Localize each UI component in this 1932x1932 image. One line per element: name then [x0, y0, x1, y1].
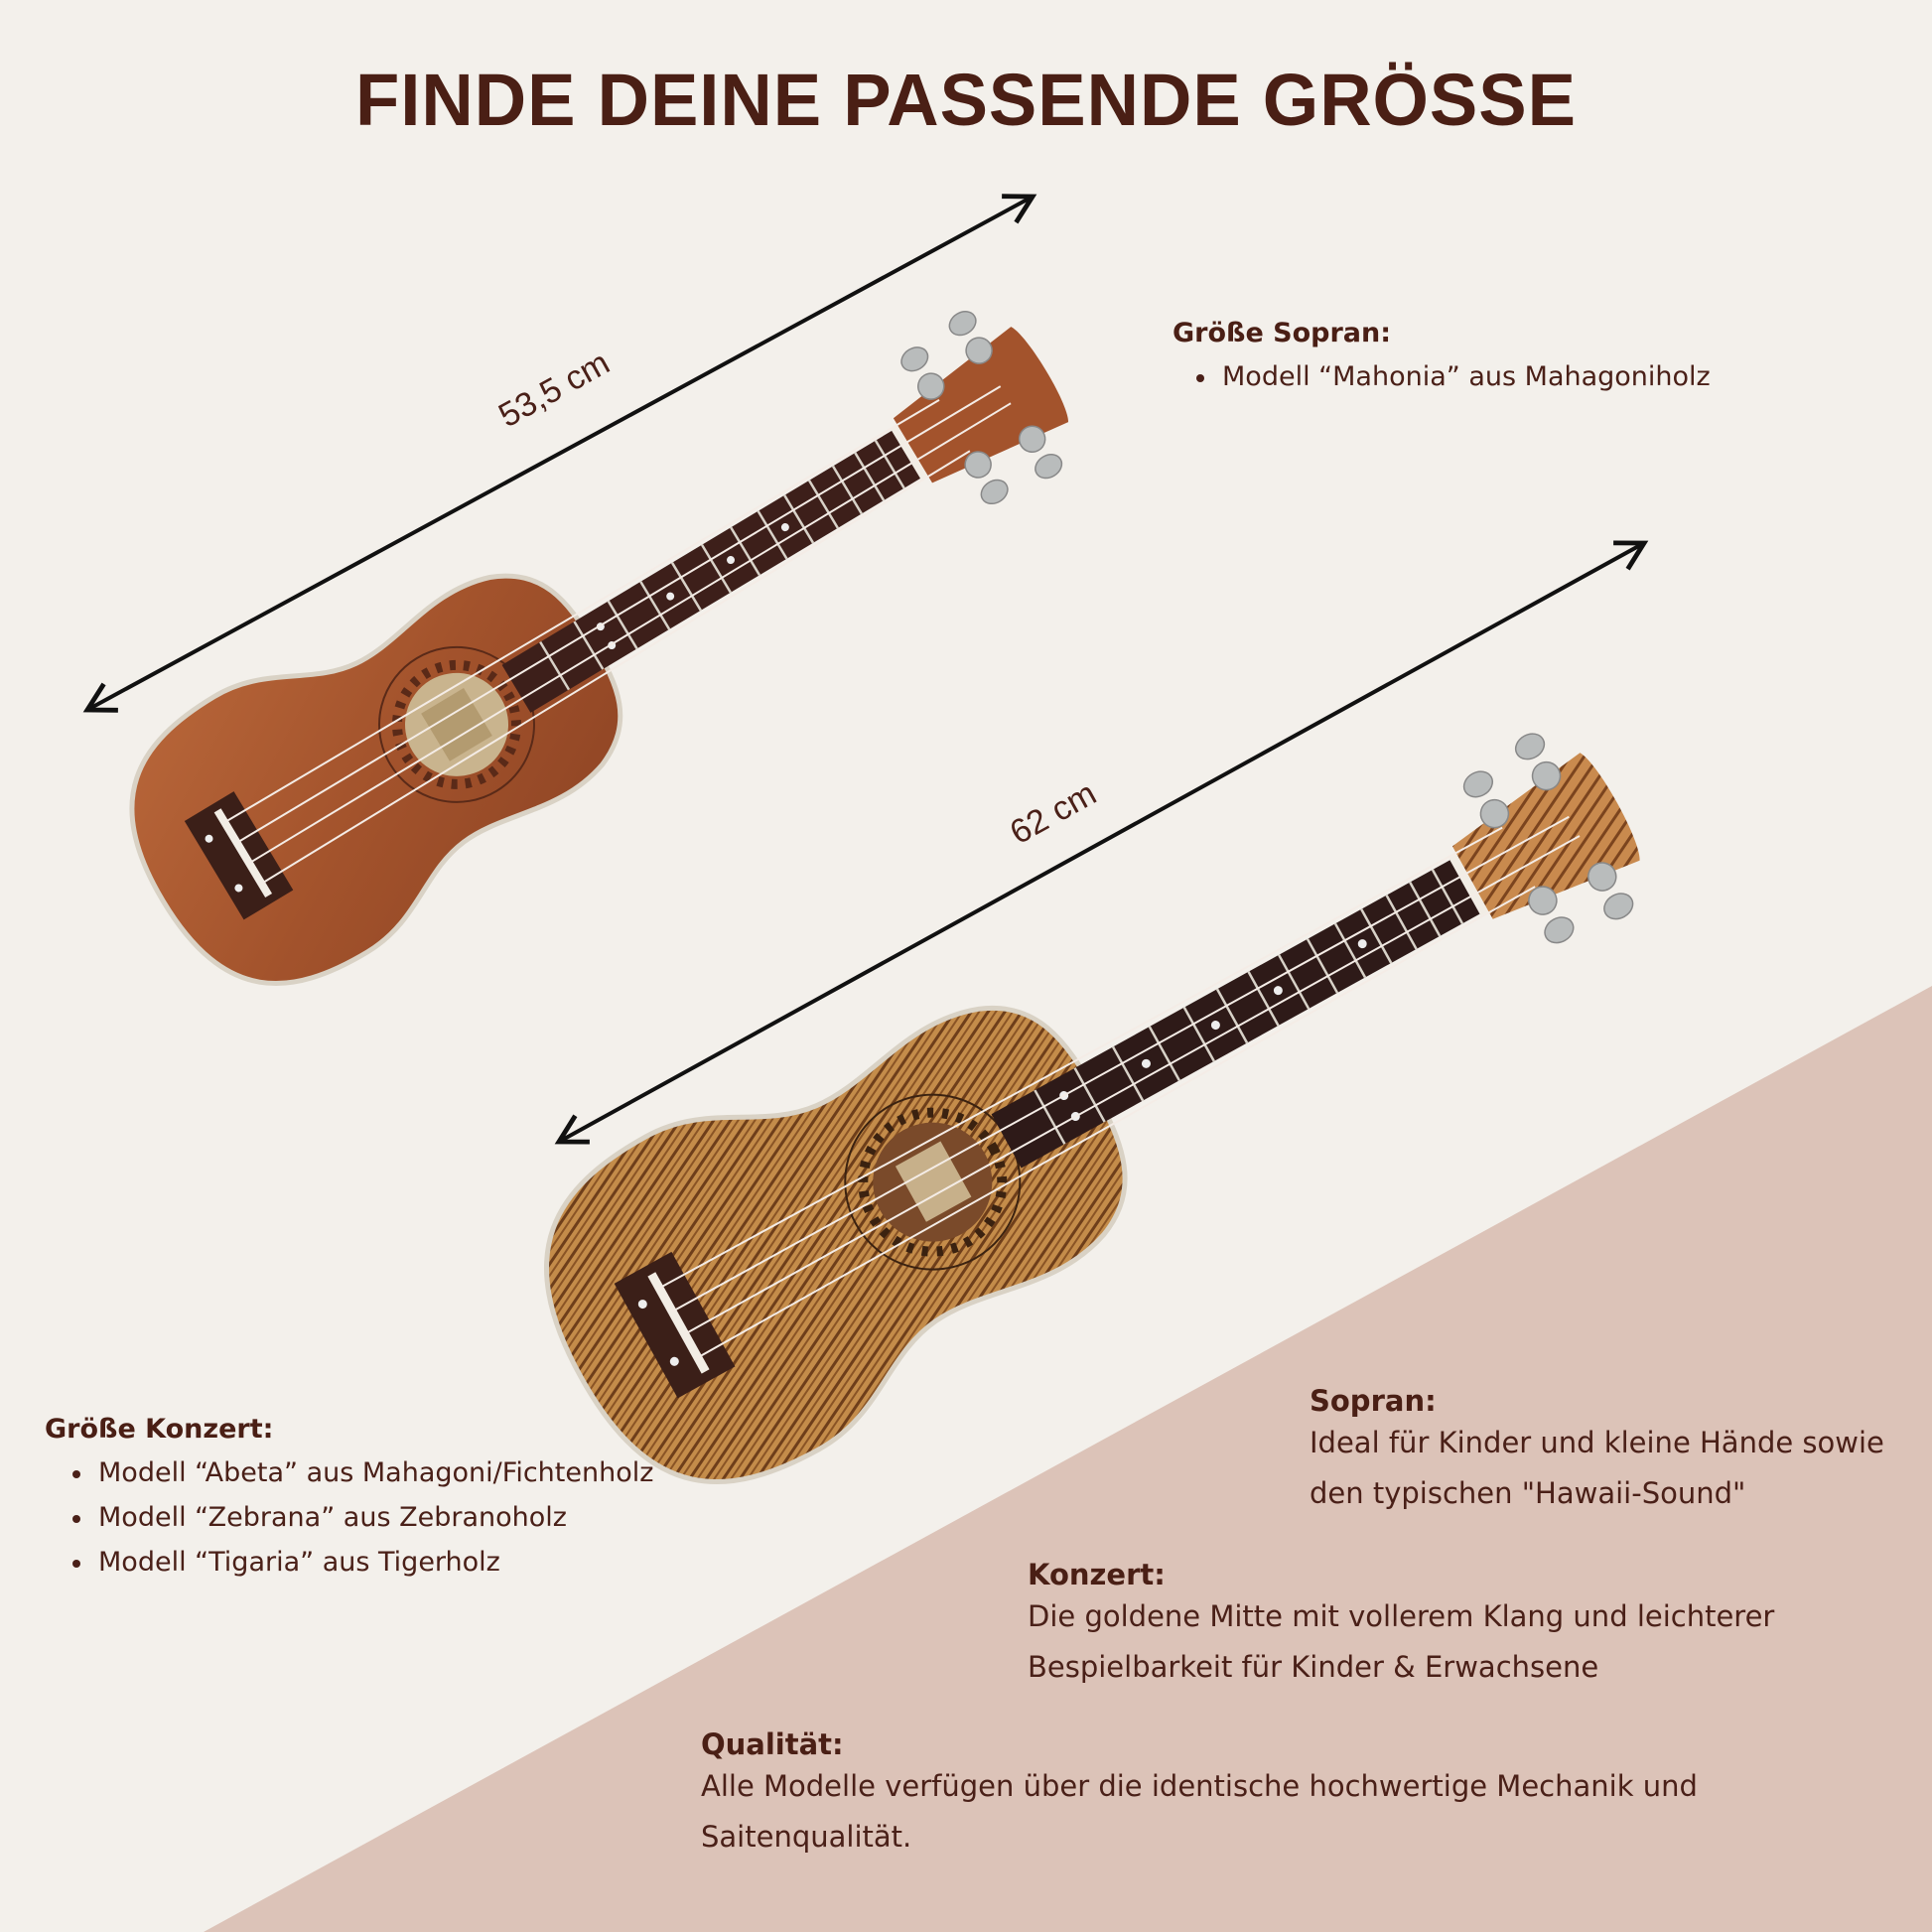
qualitaet-description-heading: Qualität:: [701, 1727, 844, 1761]
konzert-description-heading: Konzert:: [1028, 1558, 1166, 1591]
accent-triangle: [204, 986, 1932, 1932]
soprano-size-info: Größe Sopran: Modell “Mahonia” aus Mahag…: [1173, 318, 1711, 399]
model-list-item: Modell “Zebrana” aus Zebranoholz: [70, 1495, 653, 1540]
model-list-item: Modell “Mahonia” aus Mahagoniholz: [1194, 354, 1711, 399]
konzert-description: Konzert: Die goldene Mitte mit vollerem …: [1028, 1558, 1774, 1693]
konzert-description-line: Die goldene Mitte mit vollerem Klang und…: [1028, 1599, 1775, 1633]
konzert-description-line: Bespielbarkeit für Kinder & Erwachsene: [1028, 1650, 1599, 1684]
model-list-item: Modell “Abeta” aus Mahagoni/Fichtenholz: [70, 1450, 653, 1495]
page-title: FINDE DEINE PASSENDE GRÖSSE: [355, 59, 1577, 141]
concert-length-arrow: [554, 540, 1649, 1145]
sopran-description-heading: Sopran:: [1310, 1384, 1437, 1418]
sopran-description-line: Ideal für Kinder und kleine Hände sowie: [1310, 1426, 1884, 1459]
concert-model-list: Modell “Abeta” aus Mahagoni/Fichtenholz …: [70, 1450, 653, 1585]
soprano-size-heading: Größe Sopran:: [1173, 318, 1392, 348]
concert-ukulele-image: [544, 733, 1640, 1484]
soprano-ukulele-image: [129, 311, 1069, 987]
model-list-item: Modell “Tigaria” aus Tigerholz: [70, 1540, 653, 1585]
sopran-description-line: den typischen "Hawaii-Sound": [1310, 1476, 1746, 1510]
concert-size-heading: Größe Konzert:: [45, 1414, 274, 1445]
soprano-length-arrow: [82, 194, 1037, 713]
qualitaet-description-line: Saitenqualität.: [701, 1820, 912, 1854]
sopran-description: Sopran: Ideal für Kinder und kleine Händ…: [1310, 1384, 1884, 1519]
qualitaet-description: Qualität: Alle Modelle verfügen über die…: [701, 1727, 1698, 1863]
concert-size-info: Größe Konzert: Modell “Abeta” aus Mahago…: [45, 1414, 653, 1585]
qualitaet-description-line: Alle Modelle verfügen über die identisch…: [701, 1769, 1698, 1803]
soprano-model-list: Modell “Mahonia” aus Mahagoniholz: [1194, 354, 1711, 399]
